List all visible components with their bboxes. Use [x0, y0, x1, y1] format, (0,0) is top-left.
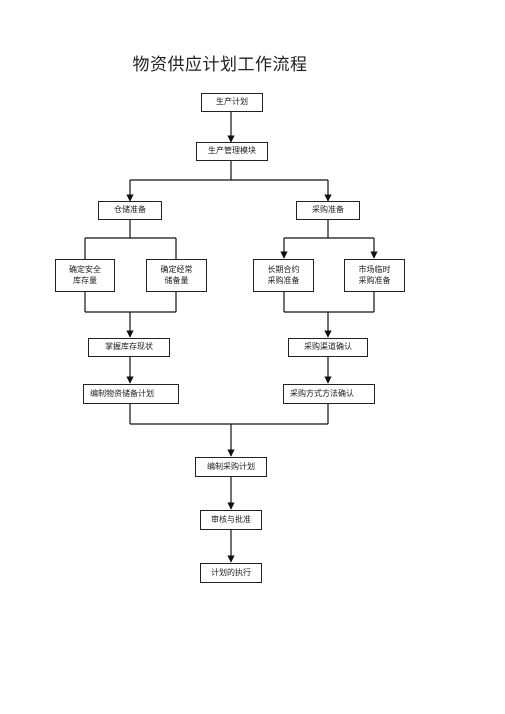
node-method-confirm: 采购方式方法确认: [283, 384, 375, 404]
node-production-plan: 生产计划: [201, 93, 263, 112]
node-regular-reserve: 确定经常 储备量: [146, 259, 207, 292]
node-plan-execution: 计划的执行: [200, 563, 262, 583]
node-reserve-plan: 编制物资储备计划: [83, 384, 179, 404]
node-inventory-status: 掌握库存现状: [88, 338, 170, 357]
node-warehouse-prep: 仓储准备: [98, 201, 162, 220]
node-purchase-plan: 编制采购计划: [195, 457, 267, 477]
node-market-temp-purchase: 市场临时 采购准备: [344, 259, 405, 292]
node-review-approve: 审核与批准: [200, 510, 262, 530]
node-purchase-prep: 采购准备: [296, 201, 360, 220]
node-safety-stock: 确定安全 库存量: [55, 259, 115, 292]
node-production-module: 生产管理模块: [196, 142, 268, 161]
node-channel-confirm: 采购渠道确认: [288, 338, 368, 357]
node-long-term-purchase: 长期合约 采购准备: [253, 259, 314, 292]
page-title: 物资供应计划工作流程: [132, 55, 308, 75]
